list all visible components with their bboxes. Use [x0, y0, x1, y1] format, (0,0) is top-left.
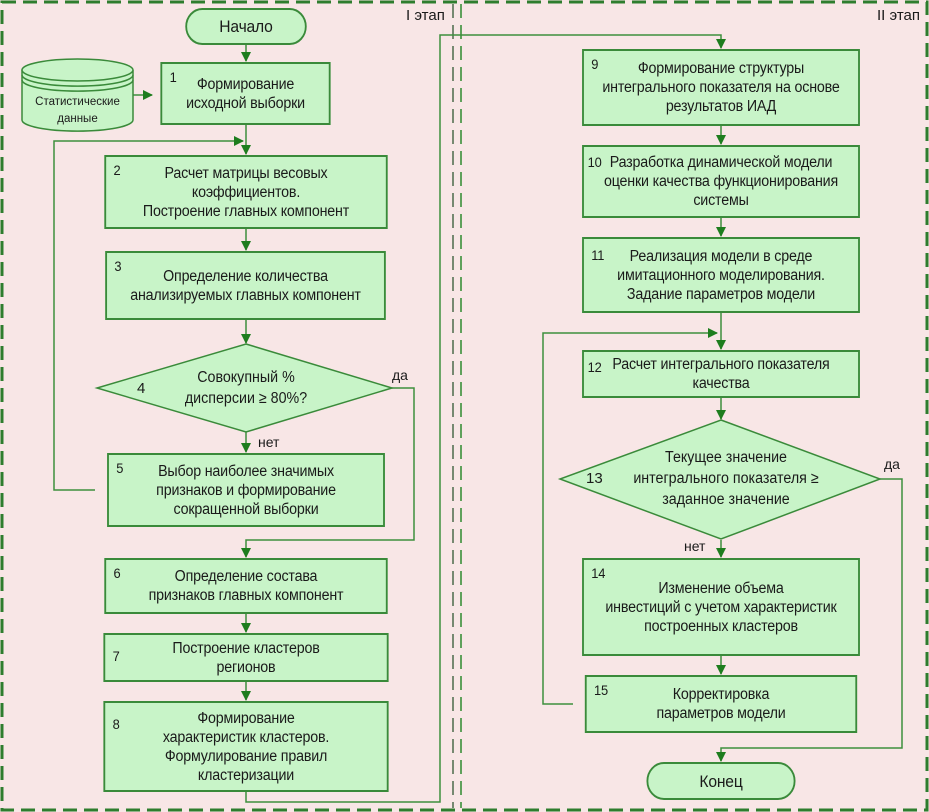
decision-13-number: 13 — [586, 470, 603, 487]
data-storage-cylinder — [21, 58, 134, 132]
decision-4-number: 4 — [137, 380, 146, 397]
step-9: 9 Формирование структуры интегрального п… — [582, 49, 860, 126]
edge-4-6 — [241, 387, 415, 558]
step-11: 11 Реализация модели в среде имитационно… — [582, 237, 860, 313]
start-terminal: Начало — [185, 8, 307, 45]
step-text: Формирование структуры интегрального пок… — [602, 60, 840, 115]
step-7: 7 Построение кластеров регионов — [103, 633, 389, 682]
step-text: Формирование характеристик кластеров. Фо… — [162, 709, 330, 784]
step-5: 5 Выбор наиболее значимых признаков и фо… — [107, 453, 385, 527]
step-12: 12 Расчет интегрального показателя качес… — [582, 350, 860, 398]
edge-5-loop — [53, 136, 244, 491]
decision-4-text: Совокупный % дисперсии ≥ 80%? — [184, 369, 308, 407]
decision-4-shape — [94, 343, 395, 433]
step-text: Расчет матрицы весовых коэффициентов. По… — [142, 164, 350, 220]
step-text: Построение кластеров регионов — [172, 639, 320, 676]
decision-13-no-label: нет — [684, 538, 706, 554]
step-text: Определение состава признаков главных ко… — [148, 568, 344, 604]
end-label: Конец — [699, 771, 743, 791]
step-text: Изменение объема инвестиций с учетом хар… — [605, 579, 837, 635]
step-number: 6 — [113, 565, 121, 581]
edge-13-end — [716, 478, 903, 762]
data-source-label: Статистические данные — [35, 96, 120, 125]
step-1: 1 Формирование исходной выборки — [160, 62, 331, 125]
step-number: 2 — [113, 162, 121, 178]
step-text: Формирование исходной выборки — [186, 75, 305, 112]
decision-4-yes-label: да — [392, 367, 408, 383]
step-2: 2 Расчет матрицы весовых коэффициентов. … — [104, 155, 388, 229]
step-number: 11 — [591, 247, 605, 263]
edge-8-9 — [245, 34, 726, 803]
step-text: Определение количества анализируемых гла… — [130, 267, 361, 304]
step-number: 8 — [112, 716, 120, 732]
step-text: Расчет интегрального показателя качества — [612, 356, 830, 392]
step-text: Корректировка параметров модели — [656, 686, 786, 722]
stage-2-label: II этап — [877, 7, 920, 24]
step-number: 5 — [116, 460, 124, 476]
end-terminal: Конец — [646, 762, 796, 800]
step-text: Разработка динамической модели оценки ка… — [603, 154, 839, 209]
step-number: 9 — [591, 56, 599, 72]
step-number: 12 — [587, 359, 602, 375]
decision-13-shape — [557, 419, 883, 540]
start-label: Начало — [219, 17, 273, 36]
step-text: Выбор наиболее значимых признаков и форм… — [156, 462, 336, 518]
step-10: 10 Разработка динамической модели оценки… — [582, 145, 860, 218]
decision-4-no-label: нет — [258, 434, 280, 450]
step-number: 14 — [591, 565, 606, 581]
step-15: 15 Корректировка параметров модели — [584, 675, 858, 733]
decision-13-yes-label: да — [884, 456, 900, 472]
step-number: 10 — [587, 154, 602, 170]
step-number: 3 — [114, 258, 122, 274]
step-8: 8 Формирование характеристик кластеров. … — [103, 701, 389, 792]
edge-15-loop — [542, 328, 718, 705]
step-number: 1 — [169, 69, 177, 85]
step-number: 7 — [112, 648, 120, 664]
step-number: 15 — [594, 682, 609, 698]
decision-13-text: Текущее значение интегрального показател… — [633, 449, 819, 508]
step-6: 6 Определение состава признаков главных … — [104, 558, 388, 614]
step-3: 3 Определение количества анализируемых г… — [105, 251, 386, 320]
step-14: 14 Изменение объема инвестиций с учетом … — [582, 558, 860, 656]
step-text: Реализация модели в среде имитационного … — [617, 247, 825, 303]
stage-1-label: I этап — [406, 7, 445, 24]
